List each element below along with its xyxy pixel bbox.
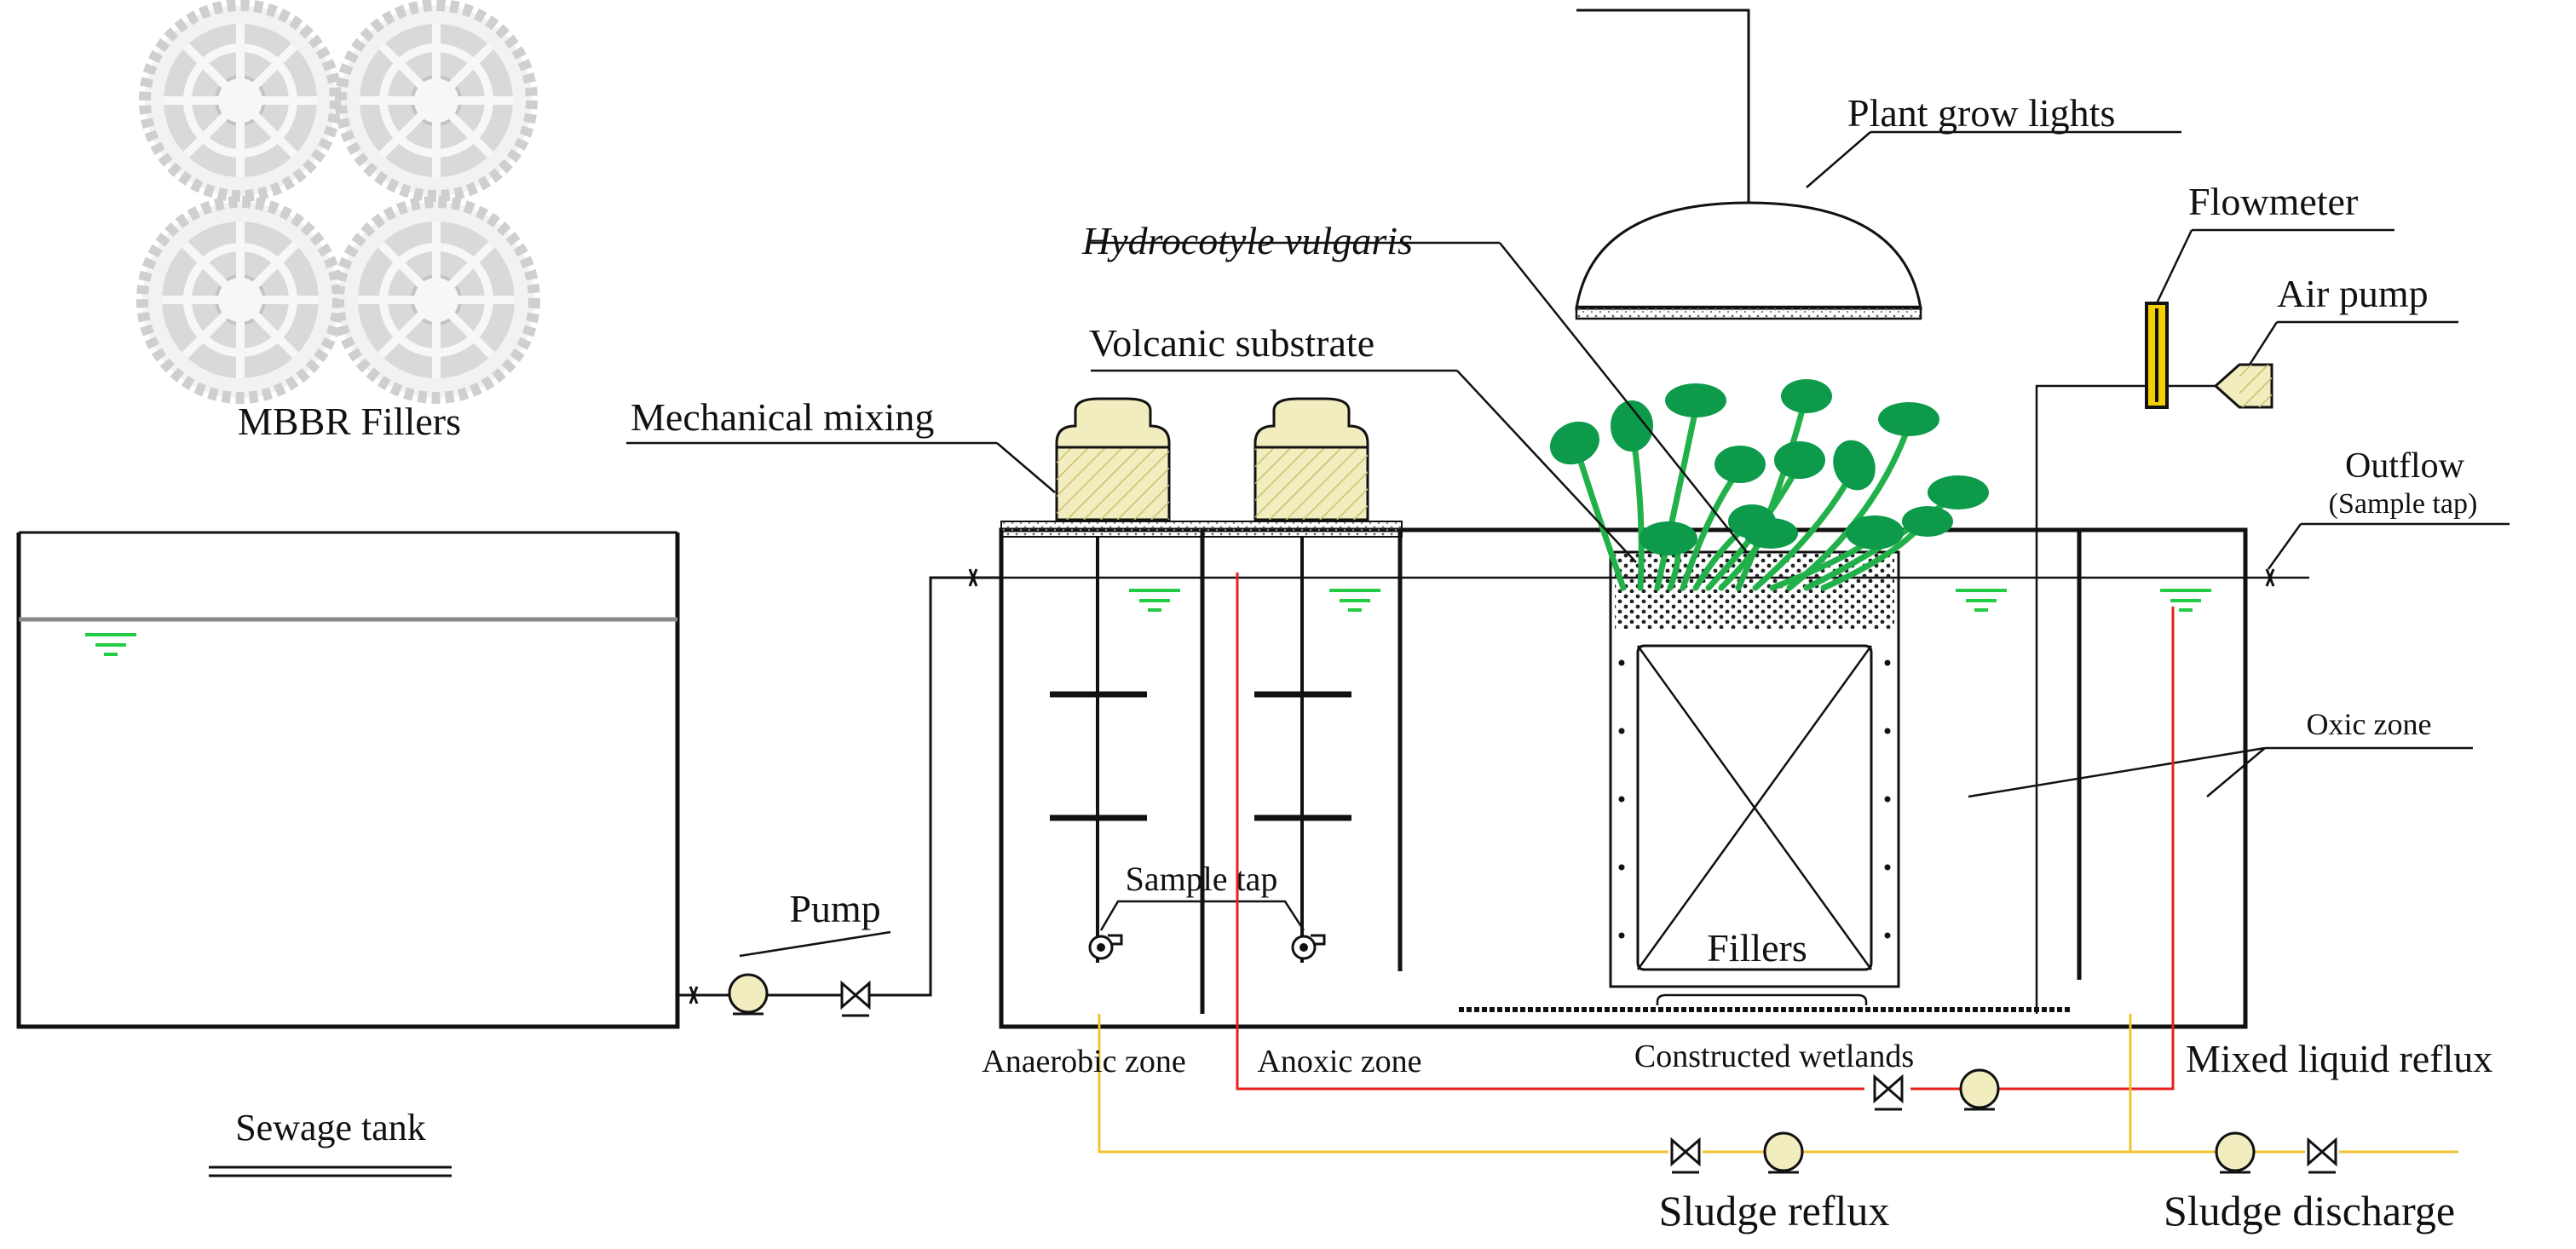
sludge-discharge-pump-icon [2215,1131,2256,1174]
mbbr-filler-disc [139,0,342,202]
mbbr-fillers-illustration [136,0,540,404]
sludge-reflux-pump-icon [1763,1131,1804,1174]
sludge-discharge-valve-icon [2307,1137,2337,1174]
hydrocotyle-plants [1549,379,1989,591]
pump-label: Pump [789,887,880,930]
mixer-motor-anoxic [1253,397,1369,963]
water-level-symbol [2160,589,2211,612]
air-pump-icon [2213,363,2273,409]
feed-pipe [677,576,1001,997]
anoxic-zone-label: Anoxic zone [1257,1044,1421,1079]
pump-icon [728,973,769,1016]
outflow-sample-tap-label: (Sample tap) [2329,488,2478,520]
fillers-label: Fillers [1707,926,1807,970]
water-level-symbol [1129,589,1180,612]
reactor-tank [999,521,2248,1029]
mixed-liquid-reflux-line [1236,573,2175,1091]
sewage-tank-label: Sewage tank [235,1107,426,1148]
sample-tap-label: Sample tap [1126,860,1278,898]
flowmeter-label: Flowmeter [2188,180,2358,223]
sample-tap-icon [1291,934,1326,960]
mechanical-mixing-label: Mechanical mixing [631,395,934,439]
mixer-motor-anaerobic [1050,397,1171,963]
plant-grow-light [1575,9,1922,320]
outflow-label: Outflow [2345,446,2465,486]
sewage-tank [16,531,680,1029]
water-level-symbol [85,633,136,656]
volcanic-substrate-label: Volcanic substrate [1089,321,1374,365]
double-underline [209,1166,452,1177]
sludge-reflux-valve-icon [1670,1137,1701,1174]
water-level-symbol [1329,589,1380,612]
hydrocotyle-label: Hydrocotyle vulgaris [1081,219,1413,262]
outflow-pipe [2245,568,2309,587]
anaerobic-zone-label: Anaerobic zone [982,1044,1186,1079]
sludge-reflux-line [1098,1014,2458,1154]
sludge-reflux-label: Sludge reflux [1659,1187,1890,1235]
air-pump-label: Air pump [2277,272,2429,315]
constructed-wetlands-label: Constructed wetlands [1634,1039,1914,1074]
reflux-pump-icon [1959,1068,2000,1111]
oxic-zone-label: Oxic zone [2307,707,2432,741]
reflux-check-valve-icon [1873,1073,1904,1111]
mbbr-filler-disc [332,196,540,404]
water-level-symbol [1956,589,2007,612]
sample-tap-icon [1088,934,1123,960]
feed-valve-icon [689,986,699,1004]
flowmeter-icon [2145,302,2169,409]
air-line [2035,384,2216,1014]
mbbr-filler-disc [136,196,344,404]
mbbr-fillers-label: MBBR Fillers [238,400,461,443]
mixed-liquid-reflux-label: Mixed liquid reflux [2186,1037,2492,1080]
sludge-discharge-label: Sludge discharge [2164,1187,2455,1235]
check-valve-icon [840,980,871,1017]
mbbr-filler-disc [335,0,538,202]
inlet-valve-icon [968,568,978,587]
plant-grow-lights-label: Plant grow lights [1847,91,2115,135]
